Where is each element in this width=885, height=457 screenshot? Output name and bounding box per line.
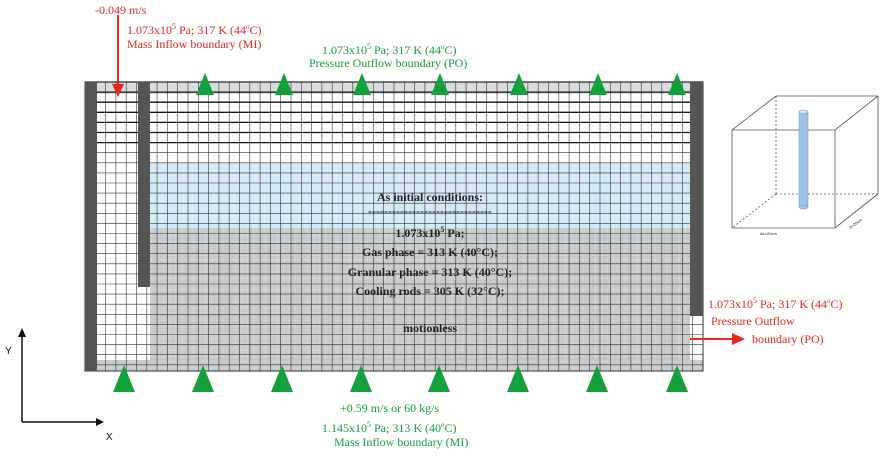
y-axis-label: Y	[5, 346, 12, 357]
right-po-pressure-label: 1.073x105 Pa; 317 K (44oC)	[708, 296, 843, 311]
outflow-arrow-top-7	[668, 73, 686, 95]
inset-cooling-rod	[798, 111, 809, 208]
x-axis-label: X	[106, 432, 113, 443]
top-po-boundary-label: Pressure Outflow boundary (PO)	[309, 56, 468, 70]
outflow-arrow-top-4	[431, 73, 449, 95]
inflow-arrow-bottom-3	[271, 365, 293, 392]
ic-motion: motionless	[403, 321, 457, 335]
bottom-mi-pressure-label: 1.145x105 Pa; 313 K (40oC)	[322, 420, 457, 435]
inset-rod-top	[798, 109, 809, 115]
top-po-pressure-label: 1.073x105 Pa; 317 K (44oC)	[322, 42, 457, 57]
top-inflow-velocity-label: -0.049 m/s	[95, 3, 147, 17]
inflow-arrow-bottom-8	[666, 365, 688, 392]
right-po-name-line2: boundary (PO)	[752, 332, 824, 346]
top-mi-boundary-label: Mass Inflow boundary (MI)	[127, 37, 262, 51]
po-right-arrow-head	[732, 333, 745, 345]
bottom-mi-boundary-label: Mass Inflow boundary (MI)	[334, 435, 469, 449]
inflow-arrow-bottom-2	[192, 365, 214, 392]
outflow-arrow-top-2	[275, 73, 293, 95]
inflow-arrow-bottom-1	[113, 365, 135, 392]
x-axis-arrowhead	[96, 418, 104, 426]
ic-pressure: 1.073x105 Pa;	[395, 225, 465, 240]
inset-rod-bottom	[798, 204, 809, 210]
inset-width-label: Ax=20cm	[760, 231, 777, 236]
ic-granular: Granular phase = 313 K (40°C);	[347, 265, 513, 279]
right-po-name-line1: Pressure Outflow	[711, 314, 795, 328]
y-axis-arrowhead	[18, 328, 26, 337]
right-wall	[690, 82, 703, 316]
inflow-arrow-bottom-7	[586, 365, 608, 392]
left-wall	[85, 82, 97, 371]
outflow-arrow-top-1	[196, 73, 214, 95]
inset-3d-box	[731, 95, 879, 229]
inflow-arrow-bottom-4	[350, 365, 372, 392]
mi-top-arrow-head	[112, 84, 124, 97]
inflow-arrow-bottom-6	[507, 365, 529, 392]
top-mi-pressure-label: 1.073x105 Pa; 317 K (44oC)	[127, 22, 262, 37]
ic-title: As initial conditions:	[376, 190, 484, 204]
ic-gas: Gas phase = 313 K (40°C);	[362, 245, 498, 259]
left-baffle	[138, 82, 150, 287]
ic-rods: Cooling rods = 305 K (32°C);	[355, 284, 505, 298]
inflow-arrow-bottom-5	[428, 365, 450, 392]
outflow-arrow-top-6	[589, 73, 607, 95]
outflow-arrow-top-3	[353, 73, 371, 95]
bottom-inflow-velocity-label: +0.59 m/s or 60 kg/s	[340, 401, 440, 415]
ic-separator: -------------------------------	[368, 204, 492, 218]
outflow-arrow-top-5	[510, 73, 528, 95]
